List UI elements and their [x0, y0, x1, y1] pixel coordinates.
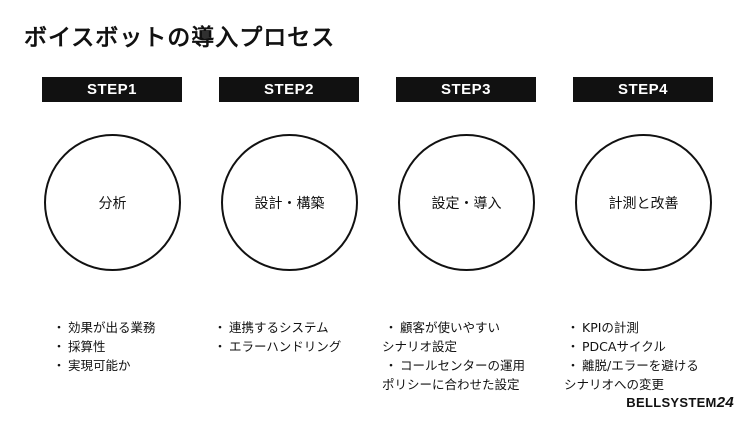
- bullet-item: ・実現可能か: [52, 358, 131, 373]
- step-bullet-list: ・顧客が使いやすいシナリオ設定 ・コールセンターの運用ポリシーに合わせた設定: [382, 318, 562, 394]
- step-circle: 計測と改善: [575, 134, 712, 271]
- bullet-item: ・離脱/エラーを避けるシナリオへの変更: [564, 358, 699, 392]
- step-label: STEP1: [42, 77, 182, 102]
- step-column-1: STEP1 分析 ・効果が出る業務 ・採算性 ・実現可能か: [42, 0, 182, 421]
- step-label: STEP2: [219, 77, 359, 102]
- bullet-item: ・効果が出る業務: [52, 320, 156, 335]
- step-bullet-list: ・効果が出る業務 ・採算性 ・実現可能か: [50, 318, 230, 375]
- logo-number: 24: [716, 394, 734, 411]
- step-circle-text: 計測と改善: [608, 195, 679, 212]
- step-circle-text: 分析: [98, 195, 127, 212]
- step-column-3: STEP3 設定・導入 ・顧客が使いやすいシナリオ設定 ・コールセンターの運用ポ…: [382, 0, 536, 421]
- bullet-item: ・顧客が使いやすいシナリオ設定: [382, 320, 501, 354]
- step-circle-text: 設定・導入: [431, 195, 502, 212]
- bullet-item: ・PDCAサイクル: [566, 339, 666, 354]
- step-label: STEP4: [573, 77, 713, 102]
- step-circle: 設定・導入: [398, 134, 535, 271]
- step-circle: 分析: [44, 134, 181, 271]
- bullet-item: ・KPIの計測: [566, 320, 639, 335]
- page-title: ボイスボットの導入プロセス: [24, 25, 336, 51]
- bullet-item: ・採算性: [52, 339, 106, 354]
- logo-text: BELLSYSTEM: [626, 395, 717, 410]
- company-logo: BELLSYSTEM24: [626, 394, 734, 411]
- bullet-item: ・エラーハンドリング: [213, 339, 342, 354]
- step-column-2: STEP2 設計・構築 ・連携するシステム ・エラーハンドリング: [214, 0, 359, 421]
- step-circle-text: 設計・構築: [254, 195, 325, 212]
- bullet-item: ・連携するシステム: [213, 320, 329, 335]
- step-label: STEP3: [396, 77, 536, 102]
- step-bullet-list: ・連携するシステム ・エラーハンドリング: [211, 318, 391, 356]
- step-circle: 設計・構築: [221, 134, 358, 271]
- step-column-4: STEP4 計測と改善 ・KPIの計測 ・PDCAサイクル ・離脱/エラーを避け…: [564, 0, 713, 421]
- step-bullet-list: ・KPIの計測 ・PDCAサイクル ・離脱/エラーを避けるシナリオへの変更: [564, 318, 744, 394]
- bullet-item: ・コールセンターの運用ポリシーに合わせた設定: [382, 358, 526, 392]
